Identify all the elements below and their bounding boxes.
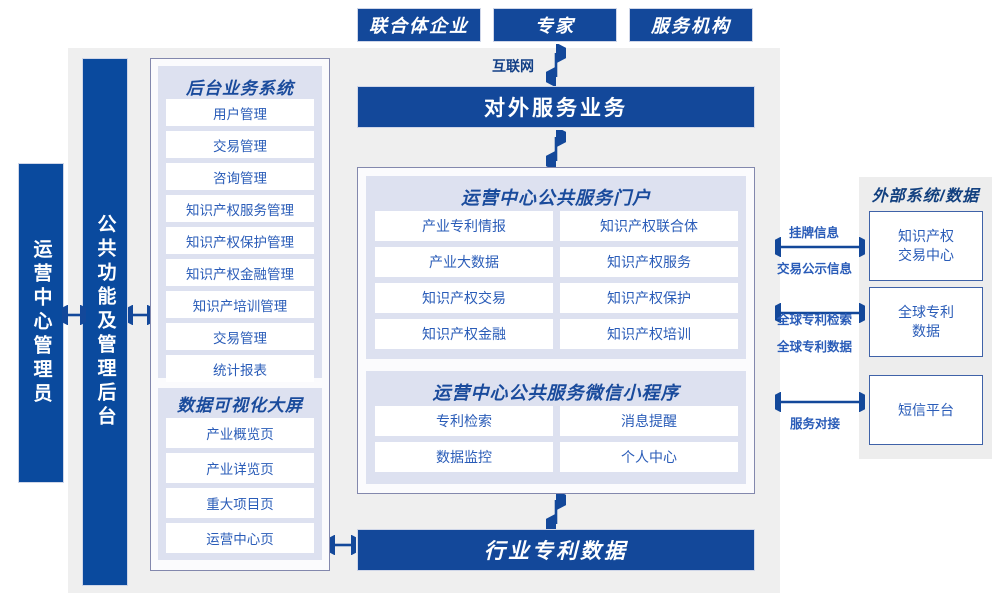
backend-item-2[interactable]: 咨询管理 — [166, 163, 314, 190]
external-flow-arrow-2-icon — [775, 392, 865, 412]
backend-item-label: 知识产培训管理 — [192, 298, 288, 314]
actor-label: 联合体企业 — [369, 16, 469, 36]
external-system-label: 知识产权 交易中心 — [898, 228, 954, 263]
external-flow-arrow-0-icon — [775, 237, 865, 257]
backend-item-1[interactable]: 交易管理 — [166, 131, 314, 158]
dataviz-item-3[interactable]: 运营中心页 — [166, 523, 314, 553]
external-systems-title: 外部系统/数据 — [871, 188, 980, 205]
backend-item-4[interactable]: 知识产权保护管理 — [166, 227, 314, 254]
backend-system-title: 后台业务系统 — [186, 79, 294, 98]
backend-item-6[interactable]: 知识产培训管理 — [166, 291, 314, 318]
external-flow-label-2-below: 服务对接 — [790, 417, 841, 431]
portal-item-3[interactable]: 知识产权服务 — [560, 247, 738, 277]
portal-item-label: 知识产权交易 — [422, 290, 506, 306]
external-service-bar[interactable]: 对外服务业务 — [357, 86, 755, 128]
actor-box-0[interactable]: 联合体企业 — [357, 8, 481, 42]
portal-item-label: 知识产权服务 — [607, 254, 691, 270]
portal-industrydata-arrow-icon — [546, 494, 566, 530]
dataviz-item-1[interactable]: 产业详览页 — [166, 453, 314, 483]
external-system-label: 全球专利 数据 — [898, 304, 954, 339]
external-system-0[interactable]: 知识产权 交易中心 — [869, 211, 983, 281]
external-service-label: 对外服务业务 — [484, 97, 628, 120]
external-flow-label-0-below: 交易公示信息 — [777, 262, 853, 276]
miniprogram-item-1[interactable]: 消息提醒 — [560, 406, 738, 436]
dataviz-item-label: 重大项目页 — [206, 497, 274, 512]
external-flow-label-1-below: 全球专利数据 — [777, 340, 853, 354]
actor-box-2[interactable]: 服务机构 — [629, 8, 753, 42]
portal-item-label: 产业专利情报 — [422, 218, 506, 234]
portal-item-label: 产业大数据 — [429, 254, 499, 270]
dataviz-item-label: 产业概览页 — [206, 427, 274, 442]
backend-item-label: 咨询管理 — [213, 170, 267, 186]
portal-item-label: 知识产权联合体 — [600, 218, 698, 234]
backend-item-label: 知识产权服务管理 — [186, 202, 294, 218]
portal-item-2[interactable]: 产业大数据 — [375, 247, 553, 277]
backend-system-arrow-icon — [128, 305, 152, 325]
rail-public-backend-label: 公共功能及管理后台 — [94, 214, 116, 430]
external-system-1[interactable]: 全球专利 数据 — [869, 287, 983, 357]
portal-item-6[interactable]: 知识产权金融 — [375, 319, 553, 349]
miniprogram-item-label: 数据监控 — [436, 449, 492, 465]
rail-admin-label: 运营中心管理员 — [30, 239, 52, 407]
backend-item-label: 用户管理 — [213, 106, 267, 122]
dataviz-item-0[interactable]: 产业概览页 — [166, 418, 314, 448]
actor-box-1[interactable]: 专家 — [493, 8, 617, 42]
actor-label: 服务机构 — [651, 16, 731, 36]
backend-item-7[interactable]: 交易管理 — [166, 323, 314, 350]
portal-item-label: 知识产权保护 — [607, 290, 691, 306]
internet-arrow-icon — [546, 44, 566, 86]
backend-item-8[interactable]: 统计报表 — [166, 355, 314, 382]
actor-label: 专家 — [535, 16, 575, 36]
industry-patent-data-label: 行业专利数据 — [484, 540, 628, 563]
rail-operations-admin[interactable]: 运营中心管理员 — [18, 163, 64, 483]
external-flow-arrow-1-icon — [775, 303, 865, 323]
backend-item-label: 知识产权金融管理 — [186, 266, 294, 282]
backend-item-label: 统计报表 — [213, 362, 267, 378]
external-system-2[interactable]: 短信平台 — [869, 375, 983, 445]
external-flow-label-0-above: 挂牌信息 — [789, 226, 840, 240]
portal-item-4[interactable]: 知识产权交易 — [375, 283, 553, 313]
backend-item-label: 知识产权保护管理 — [186, 234, 294, 250]
miniprogram-item-0[interactable]: 专利检索 — [375, 406, 553, 436]
backend-item-3[interactable]: 知识产权服务管理 — [166, 195, 314, 222]
miniprogram-item-3[interactable]: 个人中心 — [560, 442, 738, 472]
backend-item-0[interactable]: 用户管理 — [166, 99, 314, 126]
portal-item-label: 知识产权金融 — [422, 326, 506, 342]
data-visualization-title: 数据可视化大屏 — [177, 396, 303, 415]
service-portal-arrow-icon — [546, 130, 566, 168]
backend-industrydata-arrow-icon — [330, 535, 356, 555]
miniprogram-item-2[interactable]: 数据监控 — [375, 442, 553, 472]
miniprogram-item-label: 专利检索 — [436, 413, 492, 429]
admin-backend-arrow-icon — [62, 305, 86, 325]
portal-title: 运营中心公共服务门户 — [461, 188, 651, 208]
dataviz-item-2[interactable]: 重大项目页 — [166, 488, 314, 518]
backend-item-label: 交易管理 — [213, 330, 267, 346]
backend-item-5[interactable]: 知识产权金融管理 — [166, 259, 314, 286]
rail-public-backend[interactable]: 公共功能及管理后台 — [82, 58, 128, 586]
dataviz-item-label: 产业详览页 — [206, 462, 274, 477]
backend-item-label: 交易管理 — [213, 138, 267, 154]
portal-item-1[interactable]: 知识产权联合体 — [560, 211, 738, 241]
industry-patent-data-bar[interactable]: 行业专利数据 — [357, 529, 755, 571]
external-flow-label-1-above: 全球专利检索 — [777, 313, 853, 327]
dataviz-item-label: 运营中心页 — [206, 532, 274, 547]
external-system-label: 短信平台 — [898, 401, 954, 418]
miniprogram-item-label: 消息提醒 — [621, 413, 677, 429]
portal-item-0[interactable]: 产业专利情报 — [375, 211, 553, 241]
miniprogram-title: 运营中心公共服务微信小程序 — [432, 383, 680, 403]
portal-item-label: 知识产权培训 — [607, 326, 691, 342]
portal-item-7[interactable]: 知识产权培训 — [560, 319, 738, 349]
internet-label: 互联网 — [492, 58, 534, 74]
portal-item-5[interactable]: 知识产权保护 — [560, 283, 738, 313]
miniprogram-item-label: 个人中心 — [621, 449, 677, 465]
